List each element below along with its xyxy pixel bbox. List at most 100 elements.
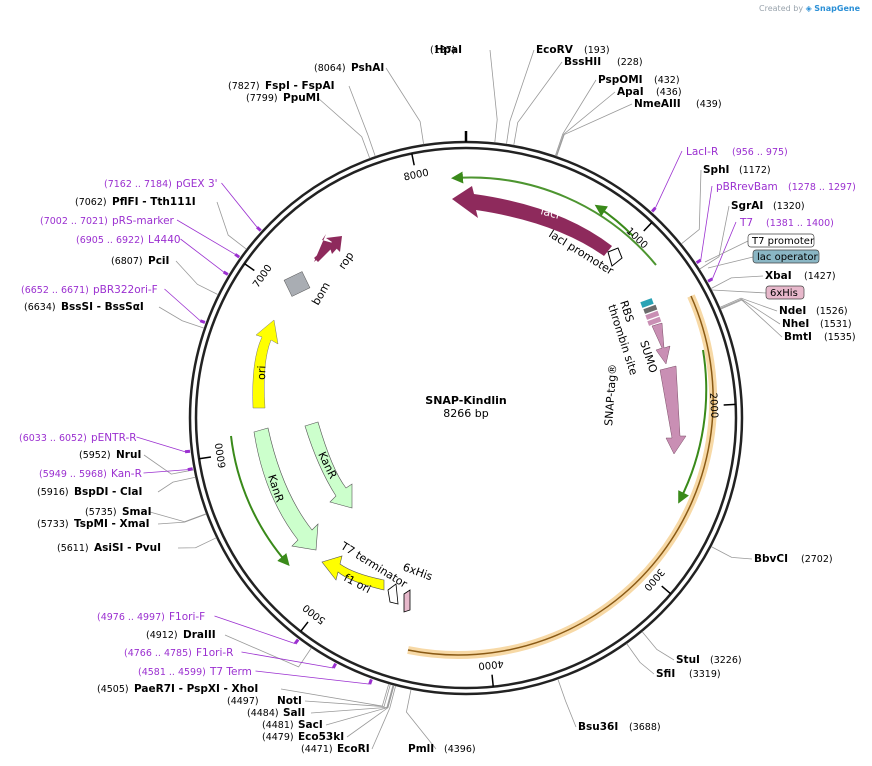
enzyme-leader-29 [158, 306, 205, 329]
enzyme-name-22: PaeR7I - PspXI - XhoI [134, 683, 258, 695]
plasmid-length: 8266 bp [443, 407, 488, 420]
primer-range-5: (4976 .. 4997) [97, 612, 165, 623]
primer-range-11: (7162 .. 7184) [104, 179, 172, 190]
primer-name-5: F1ori-F [169, 611, 205, 623]
primer-mark-11 [255, 226, 262, 232]
primer-name-4: F1ori-R [196, 647, 233, 659]
primer-range-8: (6652 .. 6671) [21, 285, 89, 296]
enzyme-name-30: PciI [148, 255, 169, 267]
enzyme-name-10: NheI [782, 318, 809, 330]
tick-mark-5000 [300, 621, 309, 632]
boxed-feature-label-2: 6xHis [770, 288, 798, 299]
primer-leader-0 [655, 150, 683, 208]
tick-label-4000: 4000 [478, 657, 504, 671]
tick-label-5000: 5000 [301, 602, 328, 626]
enzyme-pos-31: (7062) [75, 197, 107, 208]
enzyme-pos-23: (4912) [146, 630, 178, 641]
boxed-feature-label-1: lac operator [757, 252, 818, 263]
site-labels: HpaI(137)EcoRV(193)BssHII(228)PspOMI(432… [19, 44, 856, 755]
enzyme-pos-13: (3226) [710, 655, 742, 666]
enzyme-name-13: StuI [676, 654, 700, 666]
enzyme-leader-11 [720, 299, 783, 338]
primer-mark-8 [199, 319, 206, 324]
enzyme-pos-5: (439) [696, 99, 722, 110]
enzyme-pos-17: (4471) [301, 744, 333, 755]
enzyme-pos-3: (432) [654, 75, 680, 86]
enzyme-pos-34: (8064) [314, 63, 346, 74]
primer-mark-2 [707, 277, 714, 283]
primer-leader-6 [143, 469, 188, 474]
enzyme-name-31: PflFI - Tth111I [112, 196, 196, 208]
enzyme-pos-12: (2702) [801, 554, 833, 565]
enzyme-leader-14 [626, 643, 655, 675]
enzyme-pos-11: (1535) [824, 332, 856, 343]
enzyme-leader-1 [506, 49, 535, 145]
rop-bom: rop bom [283, 234, 357, 308]
enzyme-leader-19 [325, 685, 394, 726]
primer-leader-10 [176, 219, 236, 255]
enzyme-name-11: BmtI [784, 331, 812, 343]
tick-label-7000: 7000 [251, 263, 275, 290]
credit-prefix: Created by [759, 4, 804, 13]
primer-range-0: (956 .. 975) [732, 147, 788, 158]
enzyme-pos-16: (4396) [444, 744, 476, 755]
enzyme-leader-8 [710, 275, 764, 289]
enzyme-leader-21 [304, 684, 391, 708]
enzyme-pos-20: (4484) [247, 708, 279, 719]
enzyme-name-26: SmaI [122, 506, 152, 518]
primer-range-1: (1278 .. 1297) [788, 182, 856, 193]
primer-leader-4 [241, 651, 334, 669]
enzyme-name-8: XbaI [765, 270, 792, 282]
enzyme-leader-9 [719, 297, 778, 312]
tick-mark-8000 [411, 153, 415, 166]
enzyme-pos-22: (4505) [97, 684, 129, 695]
primer-range-2: (1381 .. 1400) [766, 218, 834, 229]
primer-leader-9 [180, 238, 224, 273]
tick-mark-2000 [723, 403, 736, 406]
plasmid-name: SNAP-Kindlin [425, 394, 506, 407]
lacI-feature: lacI lacI promoter [452, 186, 623, 278]
enzyme-name-7: SgrAI [731, 200, 763, 212]
primer-mark-1 [695, 258, 702, 264]
enzyme-leader-27 [157, 476, 196, 493]
enzyme-pos-21: (4497) [227, 696, 259, 707]
enzyme-pos-33: (7827) [228, 81, 260, 92]
f1ori-feature: f1 ori T7 terminator 6xHis [321, 539, 434, 613]
enzyme-pos-19: (4481) [262, 720, 294, 731]
enzyme-name-20: SalI [283, 707, 305, 719]
enzyme-name-5: NmeAIII [634, 98, 681, 110]
tick-label-6000: 6000 [214, 442, 229, 469]
credit-brand: SnapGene [814, 4, 860, 13]
primer-name-11: pGEX 3' [176, 178, 218, 190]
enzyme-name-32: PpuMI [283, 92, 320, 104]
primer-leader-11 [221, 182, 258, 228]
kanR-label-2: KanR [315, 450, 339, 482]
enzyme-name-14: SfiI [656, 668, 675, 680]
enzyme-pos-26: (5735) [85, 507, 117, 518]
rbs-label: RBS [617, 299, 636, 324]
enzyme-name-16: PmlI [408, 743, 434, 755]
rop-label: rop [336, 249, 357, 271]
enzyme-leader-4 [555, 91, 616, 157]
enzyme-leader-13 [641, 631, 675, 661]
boxed-leader-1 [707, 256, 754, 269]
enzyme-name-34: PshAI [351, 62, 384, 74]
primer-mark-7 [184, 449, 191, 454]
enzyme-pos-0: (137) [430, 45, 456, 56]
tick-mark-1000 [643, 221, 653, 232]
enzyme-name-15: Bsu36I [578, 721, 618, 733]
primer-leader-1 [700, 185, 713, 261]
primer-name-1: pBRrevBam [716, 181, 778, 193]
enzyme-leader-12 [711, 546, 753, 560]
enzyme-leader-22 [280, 683, 390, 707]
primer-range-6: (5949 .. 5968) [39, 469, 107, 480]
ori-feature: ori [252, 319, 279, 409]
enzyme-name-18: Eco53kI [298, 731, 344, 743]
primer-range-7: (6033 .. 6052) [19, 433, 87, 444]
enzyme-name-1: EcoRV [536, 44, 574, 56]
lacI-label: lacI [539, 204, 561, 221]
enzyme-pos-6: (1172) [739, 165, 771, 176]
enzyme-pos-10: (1531) [820, 319, 852, 330]
enzyme-leader-5 [556, 103, 633, 157]
enzyme-name-4: ApaI [617, 86, 644, 98]
